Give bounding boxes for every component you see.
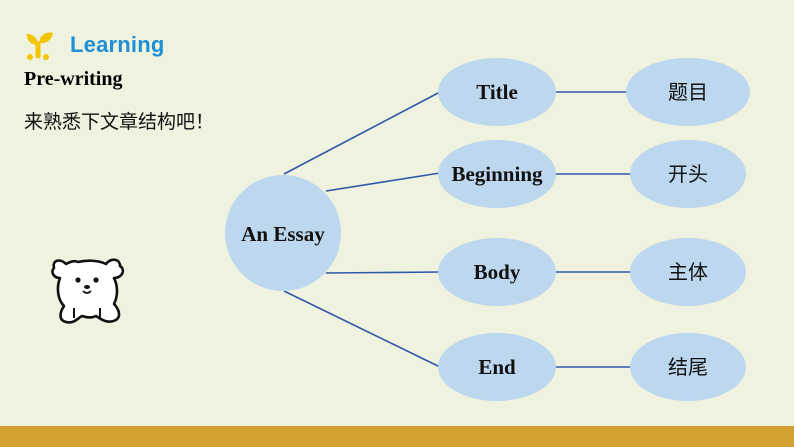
node-title [438,58,556,126]
sprout-icon [26,32,53,60]
connector-center-end [283,290,441,368]
node-title-translation-label: 题目 [668,80,708,104]
node-beginning-label: Beginning [451,162,543,186]
brand-label: Learning [70,32,165,57]
node-end-translation [630,333,746,401]
node-body-label: Body [474,260,521,284]
node-body-translation-label: 主体 [668,260,708,284]
bear-mascot-icon [51,258,125,324]
node-end [438,333,556,401]
connector-center-title [283,91,441,175]
node-beginning-translation [630,140,746,208]
bottom-bar [0,426,794,447]
node-body [438,238,556,306]
prompt-text: 来熟悉下文章结构吧！ [24,111,215,133]
node-end-label: End [478,355,516,379]
center-node [225,175,341,291]
connector-center-body [325,271,441,274]
node-beginning-translation-label: 开头 [668,162,708,186]
node-title-label: Title [476,80,518,104]
center-node-label: An Essay [241,222,325,246]
brand-header: Learning [24,30,165,60]
section-subtitle: Pre-writing [24,68,123,90]
node-beginning [438,140,556,208]
node-title-translation [626,58,750,126]
connector-center-beginning [325,172,441,192]
node-body-translation [630,238,746,306]
node-end-translation-label: 结尾 [668,355,708,379]
